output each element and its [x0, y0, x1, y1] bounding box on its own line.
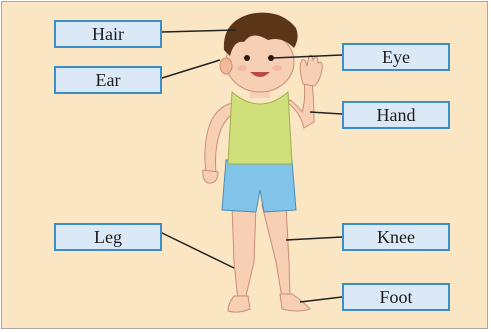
left-cheek	[237, 65, 247, 71]
left-foot	[228, 296, 250, 312]
hand-connector	[310, 112, 342, 114]
leg-connector	[160, 232, 234, 268]
right-leg	[262, 205, 290, 298]
ear	[220, 58, 232, 74]
label-eye: Eye	[342, 43, 450, 71]
label-hair: Hair	[54, 20, 162, 48]
foot-connector	[300, 297, 342, 302]
hair-connector	[162, 30, 236, 32]
label-knee: Knee	[342, 223, 450, 251]
vest	[228, 92, 292, 164]
right-cheek	[272, 65, 282, 71]
left-hand	[203, 170, 218, 183]
waving-hand	[300, 55, 322, 86]
right-foot	[280, 294, 310, 311]
knee-connector	[286, 237, 342, 240]
left-leg	[232, 205, 256, 300]
label-foot: Foot	[342, 283, 450, 311]
right-arm	[288, 80, 314, 128]
label-ear: Ear	[54, 66, 162, 94]
left-eye	[244, 55, 250, 61]
shorts	[222, 160, 296, 212]
label-hand: Hand	[342, 101, 450, 129]
label-leg: Leg	[54, 223, 162, 251]
ear-connector	[162, 60, 220, 78]
